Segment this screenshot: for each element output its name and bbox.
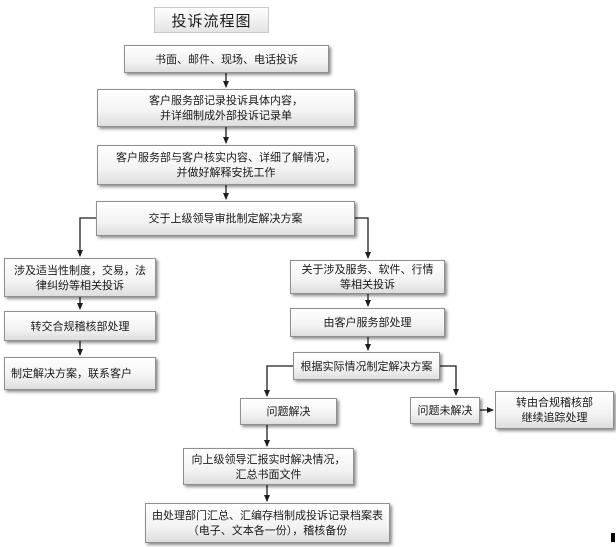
node-transfer-to-compliance: 转交合规稽核部处理 bbox=[4, 311, 156, 341]
arrow-plan-to-resolved bbox=[264, 365, 293, 397]
node-archive-records-label: 由处理部门汇总、汇编存档制成投诉记录档案表 （电子、文本各一份），稽核备份 bbox=[152, 509, 383, 537]
node-right-complaint-scope: 关于涉及服务、软件、行情 等相关投诉 bbox=[290, 260, 445, 294]
node-left-make-plan-label: 制定解决方案，联系客户 bbox=[11, 367, 132, 380]
node-customer-service-handles: 由客户服务部处理 bbox=[290, 308, 445, 337]
node-right-make-plan: 根据实际情况制定解决方案 bbox=[293, 352, 440, 380]
node-compliance-followup: 转由合规稽核部 继续追踪处理 bbox=[495, 391, 614, 429]
node-left-complaint-scope: 涉及适当性制度，交易，法 律纠纷等相关投诉 bbox=[4, 258, 156, 297]
node-complaint-channels: 书面、邮件、现场、电话投诉 bbox=[124, 45, 329, 73]
edge-marker bbox=[611, 533, 615, 542]
node-left-complaint-scope-label: 涉及适当性制度，交易，法 律纠纷等相关投诉 bbox=[14, 263, 146, 292]
node-right-complaint-scope-label: 关于涉及服务、软件、行情 等相关投诉 bbox=[301, 263, 434, 291]
arrow-plan-to-unresolved bbox=[440, 365, 459, 396]
node-right-make-plan-label: 根据实际情况制定解决方案 bbox=[300, 359, 433, 373]
node-customer-service-handles-label: 由客户服务部处理 bbox=[323, 316, 412, 329]
node-verify-with-customer-label: 客户服务部与客户核实内容、详细了解情况， 并做好解释安抚工作 bbox=[116, 151, 336, 179]
arrow-escalate-to-right bbox=[355, 217, 371, 259]
node-verify-with-customer: 客户服务部与客户核实内容、详细了解情况， 并做好解释安抚工作 bbox=[97, 145, 355, 185]
node-complaint-channels-label: 书面、邮件、现场、电话投诉 bbox=[155, 52, 298, 66]
node-record-complaint: 客户服务部记录投诉具体内容， 并详细制成外部投诉记录单 bbox=[97, 89, 355, 127]
node-problem-resolved: 问题解决 bbox=[240, 398, 337, 425]
node-transfer-to-compliance-label: 转交合规稽核部处理 bbox=[30, 319, 130, 333]
node-problem-unresolved: 问题未解决 bbox=[410, 397, 480, 424]
node-problem-unresolved-label: 问题未解决 bbox=[417, 404, 473, 417]
diagram-title: 投诉流程图 bbox=[154, 7, 269, 33]
node-report-to-leadership-label: 向上级领导汇报实时解决情况， 汇总书面文件 bbox=[191, 452, 346, 481]
node-left-make-plan: 制定解决方案，联系客户 bbox=[4, 357, 156, 390]
node-problem-resolved-label: 问题解决 bbox=[266, 405, 311, 418]
node-escalate-to-leadership-label: 交于上级领导审批制定解决方案 bbox=[148, 212, 303, 225]
node-report-to-leadership: 向上级领导汇报实时解决情况， 汇总书面文件 bbox=[183, 448, 354, 485]
node-archive-records: 由处理部门汇总、汇编存档制成投诉记录档案表 （电子、文本各一份），稽核备份 bbox=[145, 503, 390, 543]
node-escalate-to-leadership: 交于上级领导审批制定解决方案 bbox=[96, 201, 355, 236]
node-record-complaint-label: 客户服务部记录投诉具体内容， 并详细制成外部投诉记录单 bbox=[149, 94, 303, 122]
arrow-escalate-to-left bbox=[77, 217, 96, 257]
node-compliance-followup-label: 转由合规稽核部 继续追踪处理 bbox=[516, 396, 593, 424]
